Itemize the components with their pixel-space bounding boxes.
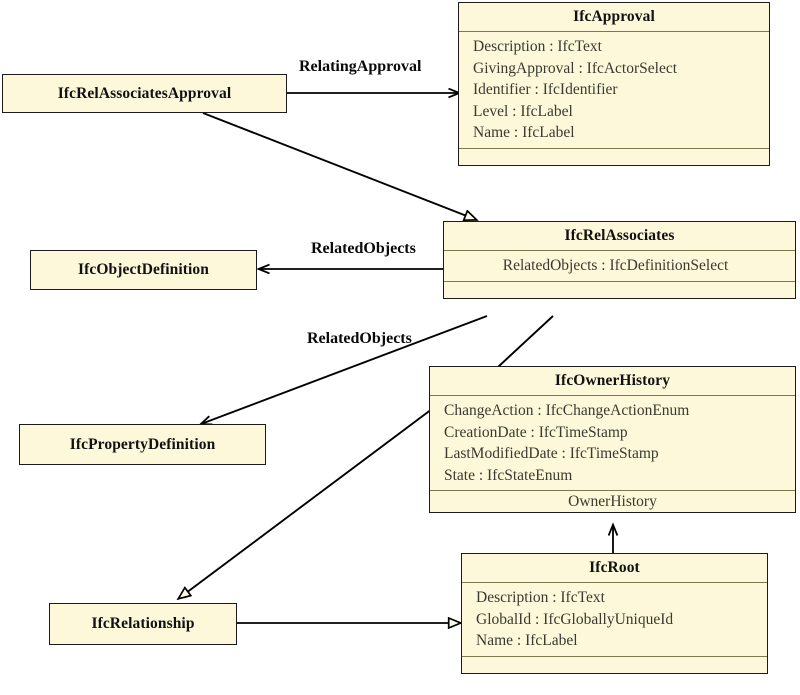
class-attributes-ifc-approval: Description : IfcText GivingApproval : I… [459, 31, 769, 148]
edge-rel-associates-approval-generalization [202, 112, 477, 220]
attribute-row: RelatedObjects : IfcDefinitionSelect [502, 257, 729, 274]
class-attributes-ifc-rel-associates: RelatedObjects : IfcDefinitionSelect [444, 250, 795, 281]
class-attributes-ifc-root: Description : IfcText GlobalId : IfcGlob… [462, 582, 767, 656]
class-title-ifc-object-definition: IfcObjectDefinition [77, 261, 210, 278]
edge-rel-associates-relationship-generalization [178, 408, 433, 599]
class-box-ifc-owner-history[interactable]: IfcOwnerHistory ChangeAction : IfcChange… [429, 366, 796, 513]
attribute-row: Name : IfcLabel [473, 124, 575, 141]
attribute-row: Name : IfcLabel [476, 632, 578, 649]
attribute-row: State : IfcStateEnum [444, 466, 573, 484]
attribute-row: GivingApproval : IfcActorSelect [473, 59, 678, 77]
attribute-row: Description : IfcText [473, 38, 602, 55]
attribute-row: Description : IfcText [476, 589, 605, 606]
edge-rel-associates-owner-history [497, 315, 554, 368]
class-box-ifc-root[interactable]: IfcRoot Description : IfcText GlobalId :… [461, 553, 768, 674]
class-box-ifc-rel-associates[interactable]: IfcRelAssociates RelatedObjects : IfcDef… [443, 221, 796, 299]
class-box-ifc-object-definition[interactable]: IfcObjectDefinition [30, 250, 257, 290]
attribute-row: ChangeAction : IfcChangeActionEnum [444, 402, 690, 419]
attribute-row: Identifier : IfcIdentifier [473, 81, 618, 98]
class-operations-ifc-root [462, 655, 767, 673]
class-title-ifc-rel-associates: IfcRelAssociates [564, 227, 675, 244]
edge-label-related-objects-top: RelatedObjects [311, 240, 416, 257]
class-title-ifc-property-definition: IfcPropertyDefinition [69, 435, 216, 453]
attribute-row: LastModifiedDate : IfcTimeStamp [444, 445, 659, 462]
class-box-ifc-approval[interactable]: IfcApproval Description : IfcText Giving… [458, 2, 770, 166]
attribute-row: Level : IfcLabel [473, 102, 573, 120]
class-box-ifc-property-definition[interactable]: IfcPropertyDefinition [19, 424, 266, 465]
class-title-ifc-owner-history: IfcOwnerHistory [554, 372, 671, 389]
attribute-row: GlobalId : IfcGloballyUniqueId [476, 610, 674, 628]
class-attributes-ifc-owner-history: ChangeAction : IfcChangeActionEnum Creat… [430, 395, 795, 490]
class-operations-ifc-approval [459, 147, 769, 165]
class-title-ifc-approval: IfcApproval [573, 8, 655, 25]
class-title-ifc-rel-associates-approval: IfcRelAssociatesApproval [57, 84, 232, 102]
association-end-label-owner-history: OwnerHistory [430, 490, 795, 512]
edge-related-objects-property-definition [201, 315, 488, 424]
class-box-ifc-relationship[interactable]: IfcRelationship [49, 603, 237, 645]
class-operations-ifc-rel-associates [444, 280, 795, 298]
attribute-row: CreationDate : IfcTimeStamp [444, 423, 628, 441]
class-box-ifc-rel-associates-approval[interactable]: IfcRelAssociatesApproval [2, 74, 287, 113]
class-title-ifc-relationship: IfcRelationship [91, 615, 195, 632]
edge-label-related-objects-bottom: RelatedObjects [307, 330, 412, 347]
class-title-ifc-root: IfcRoot [589, 559, 640, 576]
edge-label-relating-approval: RelatingApproval [299, 58, 422, 75]
